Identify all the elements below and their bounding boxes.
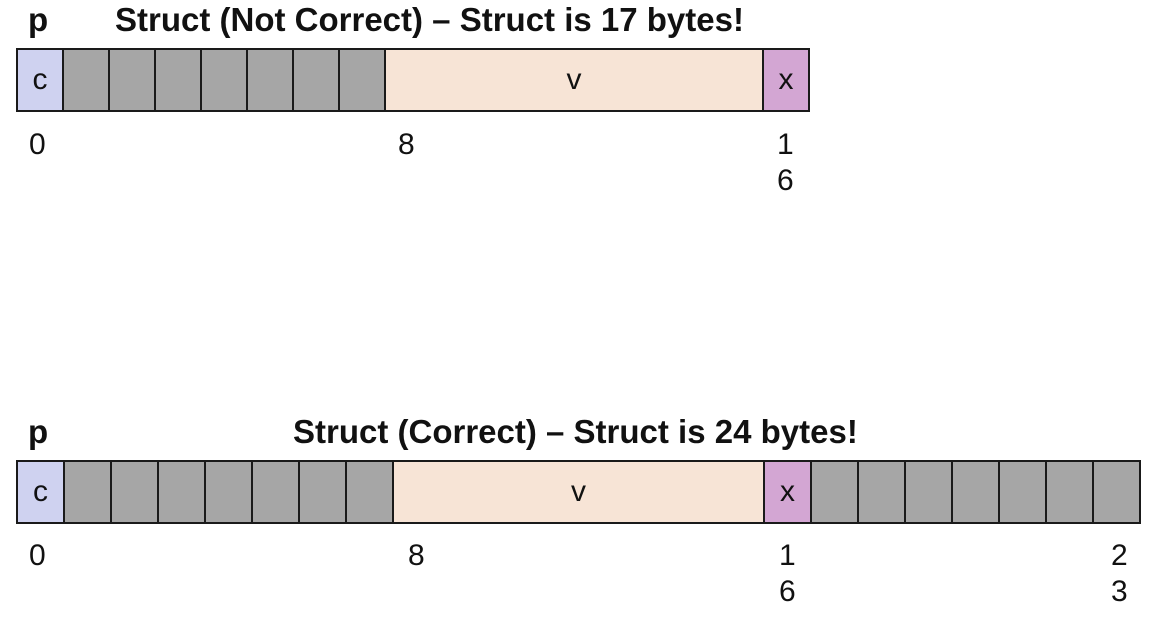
field-cell-x: x xyxy=(762,48,810,112)
padding-byte-cell xyxy=(63,460,112,524)
padding-byte-cell xyxy=(1045,460,1094,524)
bottom-title: Struct (Correct) – Struct is 24 bytes! xyxy=(293,413,858,450)
field-cell-x: x xyxy=(763,460,812,524)
padding-byte-cell xyxy=(338,48,386,112)
padding-byte-cell xyxy=(857,460,906,524)
field-cell-v: v xyxy=(384,48,764,112)
padding-byte-cell xyxy=(110,460,159,524)
top-offset-0: 0 xyxy=(29,128,46,161)
padding-byte-cell xyxy=(62,48,110,112)
bottom-offset-0: 0 xyxy=(29,539,46,572)
bottom-pointer-label: p xyxy=(28,413,49,450)
padding-byte-cell xyxy=(157,460,206,524)
padding-byte-cell xyxy=(154,48,202,112)
padding-byte-cell xyxy=(200,48,248,112)
padding-byte-cell xyxy=(345,460,394,524)
padding-byte-cell xyxy=(251,460,300,524)
bottom-memory-row: c v x xyxy=(16,460,1141,524)
padding-byte-cell xyxy=(246,48,294,112)
top-title: Struct (Not Correct) – Struct is 17 byte… xyxy=(115,1,744,38)
top-pointer-label: p xyxy=(28,1,49,38)
bottom-offset-8: 8 xyxy=(408,539,425,572)
padding-byte-cell xyxy=(998,460,1047,524)
padding-byte-cell xyxy=(810,460,859,524)
padding-byte-cell xyxy=(951,460,1000,524)
padding-byte-cell xyxy=(292,48,340,112)
field-cell-v: v xyxy=(392,460,765,524)
top-memory-row: c v x xyxy=(16,48,810,112)
padding-byte-cell xyxy=(1092,460,1141,524)
top-offset-8: 8 xyxy=(398,128,415,161)
byte-cell-c: c xyxy=(16,460,65,524)
padding-byte-cell xyxy=(108,48,156,112)
padding-byte-cell xyxy=(904,460,953,524)
padding-byte-cell xyxy=(204,460,253,524)
byte-cell-c: c xyxy=(16,48,64,112)
padding-byte-cell xyxy=(298,460,347,524)
